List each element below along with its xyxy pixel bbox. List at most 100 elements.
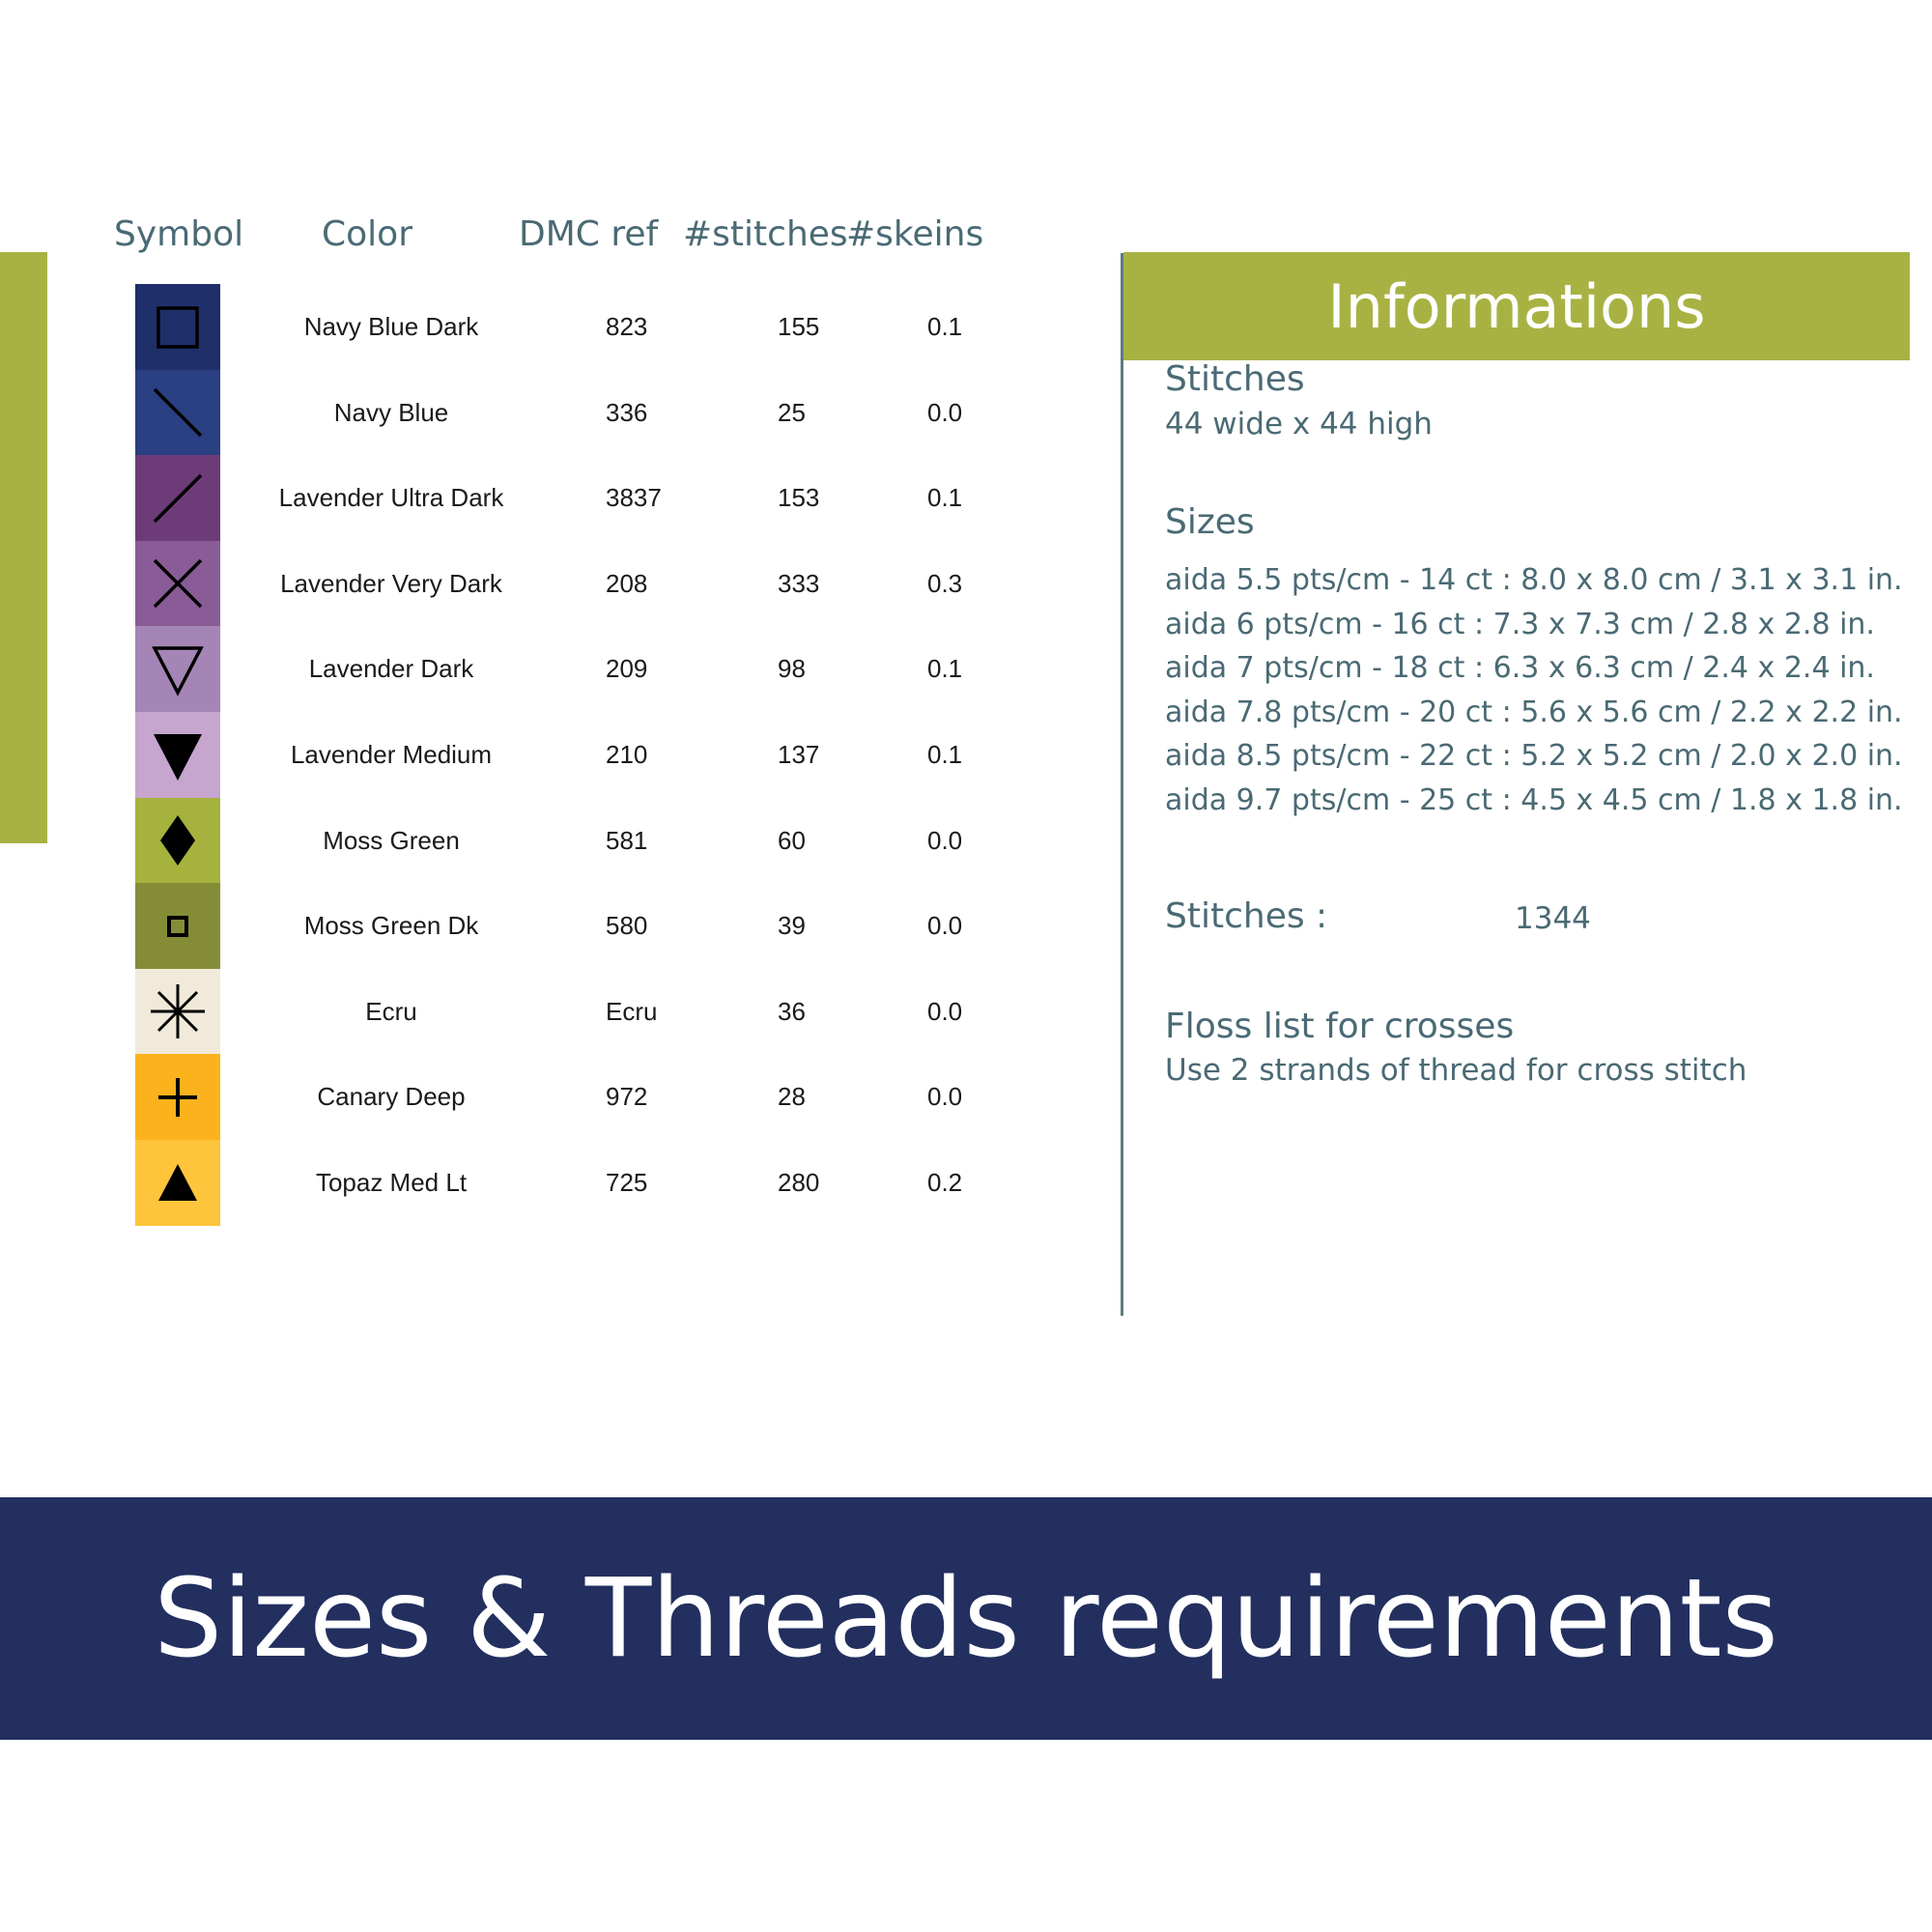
dmc-ref: Ecru <box>606 996 658 1026</box>
stitch-count: 137 <box>778 740 820 769</box>
asterisk-icon <box>151 984 205 1039</box>
table-row: Moss Green Dk 580 39 0.0 <box>0 883 1063 970</box>
diamond-filled-icon <box>160 815 195 867</box>
floss-heading: Floss list for crosses <box>1165 1007 1515 1046</box>
stitch-count: 153 <box>778 483 820 513</box>
column-header-dmc-ref: DMC ref <box>519 214 659 254</box>
skein-count: 0.1 <box>927 740 963 769</box>
left-accent-bar <box>0 252 47 843</box>
skein-count: 0.3 <box>927 568 963 598</box>
size-line: aida 6 pts/cm - 16 ct : 7.3 x 7.3 cm / 2… <box>1165 607 1875 641</box>
skein-count: 0.1 <box>927 654 963 684</box>
color-name: Navy Blue Dark <box>303 312 479 341</box>
skein-count: 0.2 <box>927 1168 963 1197</box>
color-name: Moss Green Dk <box>303 911 479 941</box>
sizes-heading: Sizes <box>1165 502 1255 542</box>
skein-count: 0.1 <box>927 312 963 341</box>
table-row: Moss Green 581 60 0.0 <box>0 797 1063 884</box>
skein-count: 0.0 <box>927 825 963 855</box>
stitch-count: 60 <box>778 825 806 855</box>
dmc-ref: 823 <box>606 312 648 341</box>
skein-count: 0.0 <box>927 1082 963 1112</box>
size-line: aida 7 pts/cm - 18 ct : 6.3 x 6.3 cm / 2… <box>1165 651 1875 686</box>
skein-count: 0.0 <box>927 996 963 1026</box>
color-name: Ecru <box>365 996 417 1026</box>
dmc-ref: 209 <box>606 654 648 684</box>
color-name: Topaz Med Lt <box>315 1168 468 1197</box>
table-row: Navy Blue 336 25 0.0 <box>0 369 1063 456</box>
info-divider-line <box>1121 253 1123 1316</box>
color-swatch <box>135 1140 220 1226</box>
stitches-dimensions: 44 wide x 44 high <box>1165 407 1433 441</box>
small-square-icon <box>167 915 188 937</box>
color-name: Navy Blue <box>333 397 449 427</box>
stitches-heading: Stitches <box>1165 359 1305 399</box>
stitch-count: 98 <box>778 654 806 684</box>
stitch-count: 25 <box>778 397 806 427</box>
skein-count: 0.0 <box>927 397 963 427</box>
x-cross-icon <box>153 559 203 609</box>
column-header-color: Color <box>322 214 412 254</box>
table-row: Ecru Ecru 36 0.0 <box>0 968 1063 1055</box>
dmc-ref: 581 <box>606 825 648 855</box>
backslash-icon <box>153 387 203 438</box>
dmc-ref: 336 <box>606 397 648 427</box>
color-name: Lavender Dark <box>308 654 474 684</box>
stitch-count: 155 <box>778 312 820 341</box>
color-name: Lavender Very Dark <box>280 568 502 598</box>
stitch-count: 28 <box>778 1082 806 1112</box>
size-line: aida 9.7 pts/cm - 25 ct : 4.5 x 4.5 cm /… <box>1165 782 1903 817</box>
size-line: aida 5.5 pts/cm - 14 ct : 8.0 x 8.0 cm /… <box>1165 563 1903 597</box>
column-header-symbol: Symbol <box>114 214 244 254</box>
size-line: aida 7.8 pts/cm - 20 ct : 5.6 x 5.6 cm /… <box>1165 695 1903 729</box>
color-swatch <box>135 284 220 370</box>
triangle-down-filled-icon <box>154 733 202 781</box>
table-row: Canary Deep 972 28 0.0 <box>0 1054 1063 1141</box>
triangle-down-outline-icon <box>152 646 204 696</box>
color-swatch <box>135 369 220 456</box>
table-row: Lavender Ultra Dark 3837 153 0.1 <box>0 455 1063 542</box>
color-swatch <box>135 712 220 798</box>
color-name: Lavender Medium <box>290 740 493 769</box>
color-swatch <box>135 540 220 627</box>
table-row: Lavender Very Dark 208 333 0.3 <box>0 540 1063 627</box>
color-name: Lavender Ultra Dark <box>278 483 504 513</box>
stitch-count: 333 <box>778 568 820 598</box>
color-swatch <box>135 883 220 970</box>
stitch-count-value: 1344 <box>1515 901 1591 936</box>
color-name: Canary Deep <box>317 1082 466 1112</box>
color-swatch <box>135 1054 220 1141</box>
skein-count: 0.0 <box>927 911 963 941</box>
table-row: Lavender Dark 209 98 0.1 <box>0 626 1063 713</box>
footer-banner: Sizes & Threads requirements <box>0 1497 1932 1740</box>
color-swatch <box>135 797 220 884</box>
info-title: Informations <box>1327 270 1706 342</box>
dmc-ref: 580 <box>606 911 648 941</box>
color-swatch <box>135 968 220 1055</box>
sizes-list: aida 5.5 pts/cm - 14 ct : 8.0 x 8.0 cm /… <box>1165 558 1903 823</box>
color-name: Moss Green <box>323 825 460 855</box>
color-swatch <box>135 455 220 542</box>
stitch-count: 280 <box>778 1168 820 1197</box>
square-outline-icon <box>156 305 199 349</box>
stitch-count: 39 <box>778 911 806 941</box>
column-header-skeins: #skeins <box>846 214 984 254</box>
floss-note: Use 2 strands of thread for cross stitch <box>1165 1053 1747 1088</box>
dmc-ref: 3837 <box>606 483 662 513</box>
table-row: Lavender Medium 210 137 0.1 <box>0 712 1063 798</box>
column-header-stitches: #stitches <box>683 214 848 254</box>
dmc-ref: 210 <box>606 740 648 769</box>
stitch-count-label: Stitches : <box>1165 896 1328 936</box>
triangle-up-filled-icon <box>158 1163 197 1201</box>
skein-count: 0.1 <box>927 483 963 513</box>
stitch-count: 36 <box>778 996 806 1026</box>
slash-icon <box>153 473 203 523</box>
table-row: Navy Blue Dark 823 155 0.1 <box>0 284 1063 370</box>
footer-title: Sizes & Threads requirements <box>154 1555 1778 1682</box>
dmc-ref: 972 <box>606 1082 648 1112</box>
info-header: Informations <box>1123 252 1910 360</box>
plus-icon <box>158 1077 197 1117</box>
dmc-ref: 208 <box>606 568 648 598</box>
size-line: aida 8.5 pts/cm - 22 ct : 5.2 x 5.2 cm /… <box>1165 739 1903 774</box>
